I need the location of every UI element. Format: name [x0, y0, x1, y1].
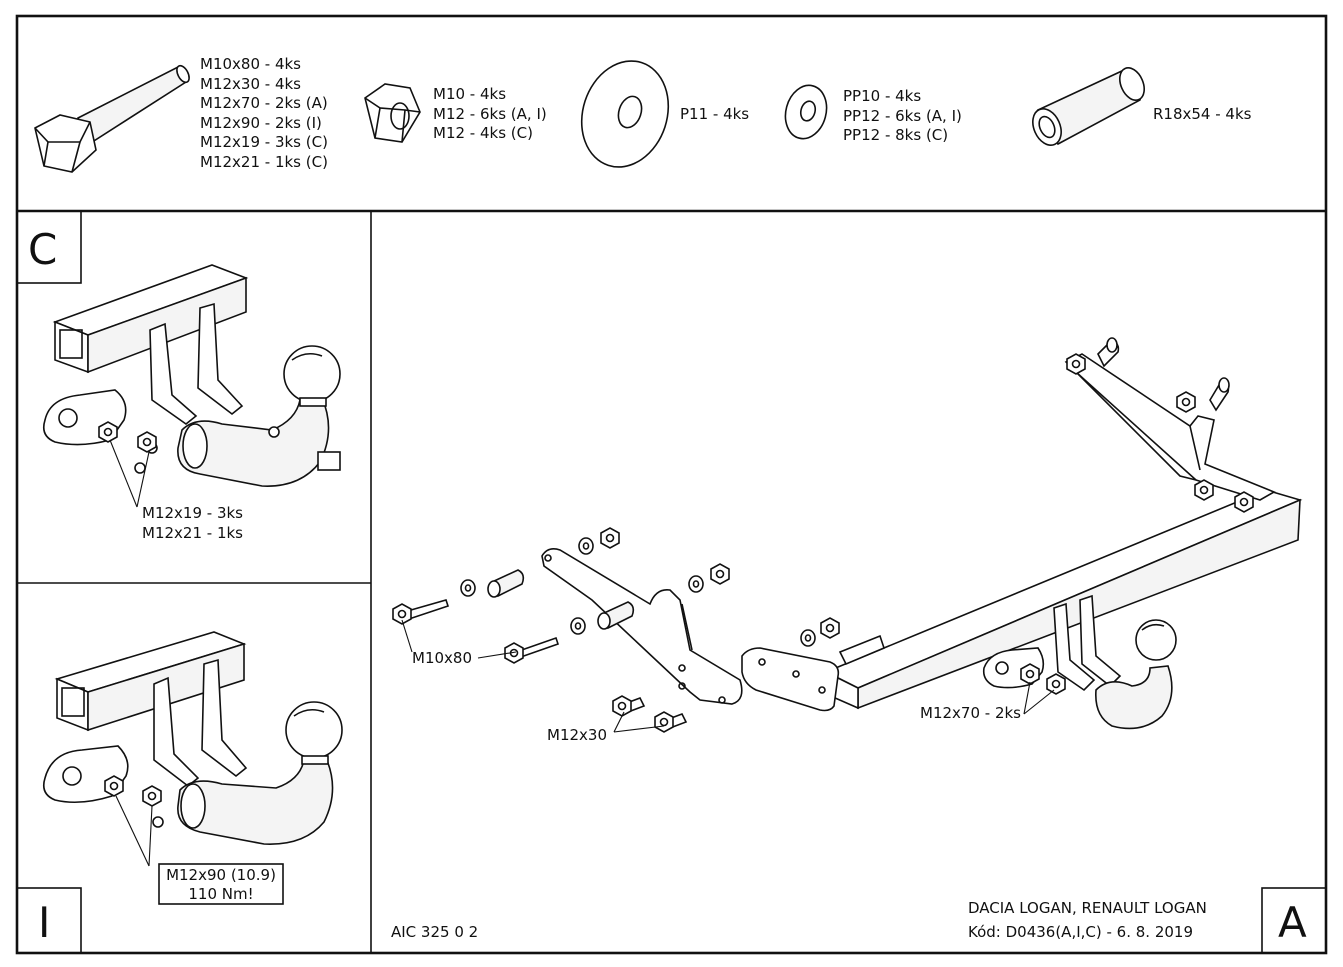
panel-a-exploded-assembly	[392, 337, 1303, 733]
parts-bolt-line-2: M12x30 - 4ks	[200, 75, 301, 93]
parts-nut-line-3: M12 - 4ks (C)	[433, 124, 533, 142]
parts-bolt-line-6: M12x21 - 1ks (C)	[200, 153, 328, 171]
document-code: Kód: D0436(A,I,C) - 6. 8. 2019	[968, 923, 1193, 941]
panel-a-letter: A	[1278, 898, 1307, 947]
parts-washer-large-line-1: P11 - 4ks	[680, 105, 749, 123]
panel-a: A	[391, 337, 1327, 954]
parts-tube-line-1: R18x54 - 4ks	[1153, 105, 1252, 123]
panel-i-letter: I	[38, 898, 50, 947]
panel-c-letter: C	[28, 225, 57, 274]
drawing-number: AIC 325 0 2	[391, 923, 478, 941]
panel-i-letter-box	[16, 887, 82, 954]
panel-c-towbar-illustration	[42, 264, 341, 487]
panel-c-callout-line-2: M12x21 - 1ks	[142, 524, 243, 542]
panel-a-label-m10x80: M10x80	[412, 649, 472, 667]
panel-i-callout-line-1: M12x90 (10.9)	[166, 866, 276, 884]
spacer-tube-icon	[1032, 67, 1145, 146]
panel-i-callout-line-2: 110 Nm!	[188, 885, 253, 903]
panel-a-letter-box	[1261, 887, 1327, 954]
parts-nut-line-2: M12 - 6ks (A, I)	[433, 105, 547, 123]
panel-c-letter-box	[16, 210, 82, 284]
panel-i: I M12x90 (10.9) 110 Nm!	[16, 631, 343, 954]
panel-i-callout-box	[158, 863, 284, 905]
panel-a-label-m12x70: M12x70 - 2ks	[920, 704, 1021, 722]
drawing-frame	[15, 14, 1328, 955]
parts-washer-small-line-1: PP10 - 4ks	[843, 87, 921, 105]
washer-small-icon	[784, 84, 828, 140]
parts-bolt-line-4: M12x90 - 2ks (I)	[200, 114, 322, 132]
panel-c-callout-line-1: M12x19 - 3ks	[142, 504, 243, 522]
parts-washer-small-line-2: PP12 - 6ks (A, I)	[843, 107, 962, 125]
parts-washer-small-line-3: PP12 - 8ks (C)	[843, 126, 948, 144]
panel-c: C M12x	[16, 210, 341, 542]
vehicle-name: DACIA LOGAN, RENAULT LOGAN	[968, 899, 1207, 917]
parts-bolt-line-3: M12x70 - 2ks (A)	[200, 94, 328, 112]
parts-bolt-line-5: M12x19 - 3ks (C)	[200, 133, 328, 151]
parts-nut-line-1: M10 - 4ks	[433, 85, 506, 103]
parts-list: M10x80 - 4ks M12x30 - 4ks M12x70 - 2ks (…	[34, 55, 1252, 173]
panel-i-towbar-illustration	[42, 631, 343, 845]
washer-large-icon	[580, 60, 670, 168]
nut-icon	[364, 83, 421, 143]
bolt-icon	[34, 64, 190, 173]
panel-a-label-m12x30: M12x30	[547, 726, 607, 744]
parts-bolt-line-1: M10x80 - 4ks	[200, 55, 301, 73]
